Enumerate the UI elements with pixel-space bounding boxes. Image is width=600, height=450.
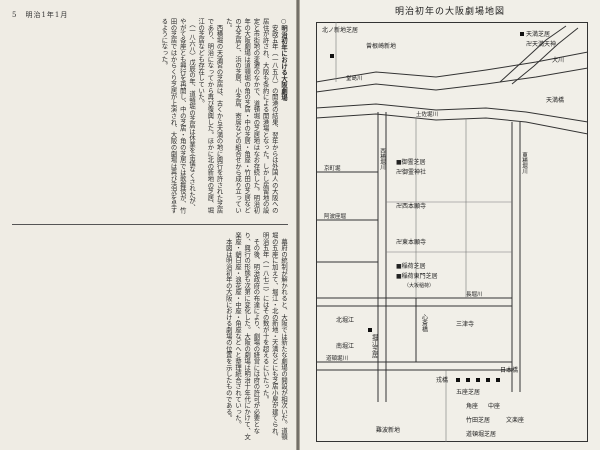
marker-tenma xyxy=(520,32,524,36)
theater-markers xyxy=(330,32,524,382)
marker-kita-shinchi xyxy=(330,54,334,58)
label-gomyo: 五座芝居 xyxy=(456,388,480,396)
label-tenma-shibai: 天満芝居 xyxy=(526,30,550,38)
label-inari-higashimon: ■稲荷東門芝居 xyxy=(396,272,438,280)
paragraph: 本図は明治初年の大阪における劇場の位置を示したものである。 xyxy=(224,232,232,421)
label-naka-za: 中座 xyxy=(488,402,500,410)
label-dotonbori-shibai: 道頓堀芝居 xyxy=(466,430,496,438)
label-higashi-yokobori: 東横堀川 xyxy=(521,151,528,175)
tosabori-line-a xyxy=(315,103,589,123)
paragraph: その後、明治政府の布達により、劇場の経営には府の許可が必要となり、興行の形態も次… xyxy=(233,232,260,440)
label-dojima-shinchi: 曾根崎新地 xyxy=(366,42,396,50)
text-column-bottom: 幕府の統制が解かれると、大阪では新たな劇場の開設が相次いだ。道頓堀の五座に加えて… xyxy=(10,232,288,444)
ohkawa-line-b xyxy=(511,27,579,85)
streets xyxy=(335,22,512,442)
marker-theater-3 xyxy=(476,378,480,382)
marker-theater-5 xyxy=(496,378,500,382)
label-dotonbori: 道頓堀川 xyxy=(326,354,348,362)
label-kado-za: 角座 xyxy=(466,402,478,410)
label-goryo-shibai: ■御霊芝居 xyxy=(396,158,426,166)
label-takeda: 竹田芝居 xyxy=(466,416,490,424)
label-mitsudera: 三津寺 xyxy=(456,320,474,328)
label-honganji-w: 卍西本願寺 xyxy=(396,202,426,210)
label-kyomachibori: 京町堀 xyxy=(324,164,341,172)
map-border xyxy=(316,22,588,442)
label-nishi-yokobori: 西横堀川 xyxy=(379,148,386,171)
label-naniwa: 難波新地 xyxy=(376,426,400,434)
running-head: 5 明治1年1月 xyxy=(12,11,69,19)
column-divider xyxy=(12,224,288,225)
label-goryo-jinja: 卍御霊神社 xyxy=(396,168,426,176)
right-page: 明治初年の大阪劇場地図 xyxy=(300,0,600,450)
label-ebisubashi: 戎橋 xyxy=(436,376,448,384)
book-gutter xyxy=(296,0,300,450)
dojimagawa-line-b xyxy=(315,67,589,93)
label-inari-shibai: ■稲荷芝居 xyxy=(396,262,426,270)
paragraph: （一八六八）戊辰の年、道頓堀の芝居は休業を余儀なくされたが、やがて各座とも興行を… xyxy=(160,18,195,214)
label-inari-sha: （大坂稲荷） xyxy=(404,282,434,289)
label-kitahorie: 北堀江 xyxy=(336,316,354,324)
map-title: 明治初年の大阪劇場地図 xyxy=(394,7,505,17)
tosabori-line-b xyxy=(315,113,589,135)
paragraph: 安政五年（一八五八）の開港の結果、翌年からは外国人の大阪への居住が許され、大阪も… xyxy=(224,18,278,214)
text-column-top: ○明治初年における大阪劇場 安政五年（一八五八）の開港の結果、翌年からは外国人の… xyxy=(10,18,288,216)
marker-theater-2 xyxy=(466,378,470,382)
marker-theater-1 xyxy=(456,378,460,382)
label-nipponbashi: 日本橋 xyxy=(500,366,518,374)
label-honganji-e: 卍東本願寺 xyxy=(396,238,426,246)
label-minamihorie: 南堀江 xyxy=(336,342,354,350)
label-horie-shibai: 堀江芝居 xyxy=(371,333,378,359)
label-ohkawa: 大川 xyxy=(552,56,564,64)
label-bunraku: 文楽座 xyxy=(506,416,524,424)
label-tenma-tenjin: 卍天満天神 xyxy=(526,40,556,48)
label-awaza: 阿波座堀 xyxy=(324,212,347,220)
theater-map: 北ノ新地芝居 曾根崎新地 天満芝居 卍天満天神 天満橋 大川 堂島川 土佐堀川 … xyxy=(315,22,589,442)
marker-theater-4 xyxy=(486,378,490,382)
map-svg: 北ノ新地芝居 曾根崎新地 天満芝居 卍天満天神 天満橋 大川 堂島川 土佐堀川 … xyxy=(315,22,589,442)
label-nagahori: 長堀川 xyxy=(466,290,483,298)
paragraph: 幕府の統制が解かれると、大阪では新たな劇場の開設が相次いだ。道頓堀の五座に加えて… xyxy=(261,232,287,440)
label-tenmabashi: 天満橋 xyxy=(546,96,564,104)
dojimagawa-line-a xyxy=(315,51,589,83)
paragraph: ○明治初年における大阪劇場 xyxy=(280,18,287,101)
label-tosaborigawa: 土佐堀川 xyxy=(416,110,438,118)
label-kita-shinchi: 北ノ新地芝居 xyxy=(322,26,358,34)
paragraph: 西横堀の天満宮の芝居は、古くから天満の地に興行を許された芝居であり、明治になって… xyxy=(197,18,223,214)
ohkawa-line-a xyxy=(499,25,567,83)
label-shinsaibashi: 心斎橋 xyxy=(421,314,428,333)
rivers xyxy=(315,25,589,402)
left-page: 5 明治1年1月 ○明治初年における大阪劇場 安政五年（一八五八）の開港の結果、… xyxy=(0,0,296,450)
label-dojimagawa: 堂島川 xyxy=(346,74,363,82)
marker-horie xyxy=(368,328,372,332)
